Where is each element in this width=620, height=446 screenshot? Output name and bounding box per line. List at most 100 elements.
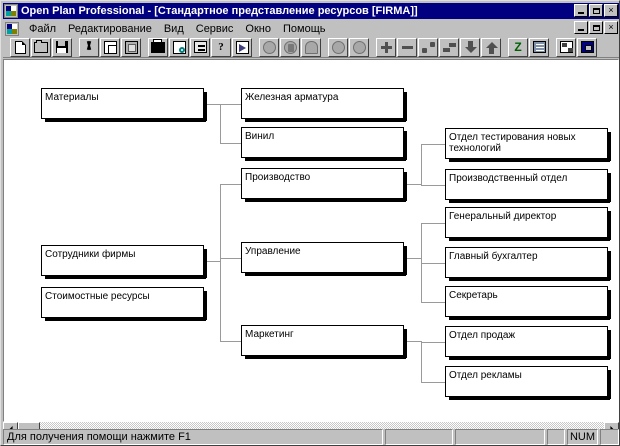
window-controls: × [573, 4, 618, 17]
status-pane-3 [455, 429, 545, 445]
resource-button[interactable] [259, 37, 279, 57]
properties-button[interactable] [190, 37, 210, 57]
diagram-node[interactable]: Стоимостные ресурсы [41, 287, 207, 321]
diagram-node[interactable]: Производственный отдел [445, 169, 611, 203]
mdi-child-controls: × [573, 21, 618, 34]
node-shadow [45, 118, 206, 122]
connector-stub [404, 258, 422, 259]
minus-icon [401, 41, 414, 54]
minimize-button[interactable] [574, 4, 588, 17]
diagram-node-label: Отдел тестирования новых технологий [449, 132, 576, 154]
help-button[interactable]: ? [211, 37, 231, 57]
node-shadow [403, 131, 407, 160]
diagram-node[interactable]: Сотрудники фирмы [41, 245, 207, 279]
link-icon [421, 41, 435, 54]
diagram-node-label: Железная арматура [245, 92, 339, 103]
diagram-node-label: Материалы [45, 92, 99, 103]
print-preview-button[interactable] [169, 37, 189, 57]
fit-window-button[interactable] [577, 37, 597, 57]
menu-item-window[interactable]: Окно [245, 22, 271, 35]
node-shadow [449, 158, 610, 162]
toolbar-separator-4 [321, 38, 327, 57]
remove-button[interactable] [397, 37, 417, 57]
mdi-minimize-button[interactable] [574, 21, 588, 34]
connector-trunk [421, 144, 422, 186]
diagram-node-label: Управление [245, 246, 301, 257]
diagram-node[interactable]: Генеральный директор [445, 207, 611, 241]
diagram-node[interactable]: Отдел тестирования новых технологий [445, 128, 611, 162]
resource-pool-button[interactable] [349, 37, 369, 57]
circle-icon [352, 40, 366, 54]
step-button[interactable] [439, 37, 459, 57]
status-bar: Для получения помощи нажмите F1 NUM [3, 429, 619, 445]
arrow-down-icon [464, 40, 477, 54]
diagram-node[interactable]: Главный бухгалтер [445, 247, 611, 281]
menu-item-view[interactable]: Вид [163, 22, 184, 35]
close-button[interactable]: × [604, 4, 618, 17]
diagram-node-label: Секретарь [449, 290, 498, 301]
toolbar-separator-7 [549, 38, 555, 57]
resource-skill-button[interactable] [328, 37, 348, 57]
resource-group-button[interactable] [301, 37, 321, 57]
window-title: Open Plan Professional - [Стандартное пр… [21, 5, 418, 17]
node-shadow [607, 251, 611, 280]
node-shadow [245, 355, 406, 359]
connector-branch [220, 258, 241, 259]
restore-button[interactable] [589, 4, 603, 17]
menu-item-file[interactable]: Файл [29, 22, 57, 35]
cut-button[interactable] [79, 37, 99, 57]
step-icon [442, 41, 456, 54]
add-button[interactable] [376, 37, 396, 57]
wizard-button[interactable] [232, 37, 252, 57]
print-button[interactable] [148, 37, 168, 57]
mdi-close-button[interactable]: × [604, 21, 618, 34]
new-file-button[interactable] [10, 37, 30, 57]
diagram-node[interactable]: Маркетинг [241, 325, 407, 359]
title-bar: Open Plan Professional - [Стандартное пр… [3, 3, 619, 19]
diagram-node[interactable]: Материалы [41, 88, 207, 122]
connector-branch [421, 223, 445, 224]
node-shadow [449, 199, 610, 203]
diagram-node[interactable]: Отдел рекламы [445, 366, 611, 400]
node-shadow [449, 356, 610, 360]
node-shadow [403, 246, 407, 275]
diagram-node-label: Сотрудники фирмы [45, 249, 136, 260]
diagram-node[interactable]: Винил [241, 127, 407, 161]
connector-branch [421, 302, 445, 303]
copy-button[interactable] [100, 37, 120, 57]
circle-person-icon [283, 40, 297, 54]
save-button[interactable] [52, 37, 72, 57]
diagram-node[interactable]: Железная арматура [241, 88, 407, 122]
paste-button[interactable] [121, 37, 141, 57]
toolbar: ? Z [3, 37, 619, 58]
connector-branch [421, 185, 445, 186]
link-button[interactable] [418, 37, 438, 57]
open-file-button[interactable] [31, 37, 51, 57]
diagram-node[interactable]: Секретарь [445, 286, 611, 320]
menu-item-edit[interactable]: Редактирование [68, 22, 152, 35]
num-lock-indicator: NUM [567, 429, 598, 445]
node-shadow [449, 277, 610, 281]
document-icon[interactable] [5, 21, 19, 36]
connector-branch [421, 382, 445, 383]
move-up-button[interactable] [481, 37, 501, 57]
diagram-node[interactable]: Управление [241, 242, 407, 276]
diagram-node[interactable]: Производство [241, 168, 407, 202]
zigzag-button[interactable]: Z [508, 37, 528, 57]
node-shadow [203, 249, 207, 278]
mdi-restore-button[interactable] [589, 21, 603, 34]
resize-window-icon [580, 41, 594, 53]
diagram-node[interactable]: Отдел продаж [445, 326, 611, 360]
menu-item-tools[interactable]: Сервис [195, 22, 234, 35]
menu-item-help[interactable]: Помощь [282, 22, 326, 35]
status-pane-4 [547, 429, 565, 445]
diagram-node-label: Стоимостные ресурсы [45, 291, 150, 302]
toolbar-separator-6 [501, 38, 507, 57]
org-chart-button[interactable] [556, 37, 576, 57]
spreadsheet-button[interactable] [529, 37, 549, 57]
connector-trunk [421, 341, 422, 383]
move-down-button[interactable] [460, 37, 480, 57]
resource-person-button[interactable] [280, 37, 300, 57]
